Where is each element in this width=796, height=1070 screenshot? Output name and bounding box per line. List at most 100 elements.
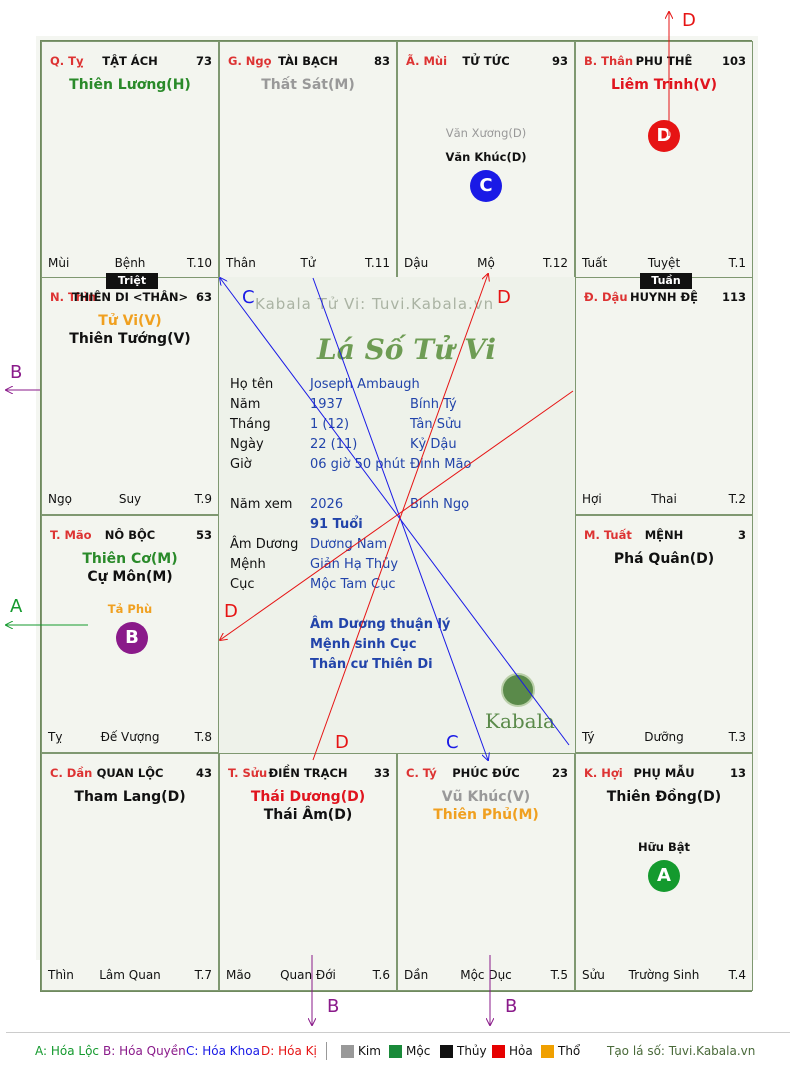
palace-branch: T. Sửu: [228, 766, 268, 780]
palace-footer-month: T.1: [728, 256, 746, 270]
palace-house: TẬT ÁCH: [102, 54, 158, 68]
palace-number: 113: [721, 290, 746, 304]
legend-hoa-ki: D: Hóa Kị: [261, 1044, 317, 1058]
note-menh: Mệnh sinh Cục: [310, 637, 417, 652]
legend-tho-label: Thổ: [558, 1044, 581, 1058]
legend-moc: Mộc: [389, 1044, 430, 1058]
palace-footer-month: T.8: [194, 730, 212, 744]
minor-star: Hữu Bật: [637, 840, 691, 854]
minor-star: Văn Khúc(D): [445, 150, 527, 164]
legend-bar: A: Hóa Lộc B: Hóa Quyền C: Hóa Khoa D: H…: [0, 1036, 796, 1066]
palace-number: 83: [373, 54, 390, 68]
hour-value: 06 giờ 50 phút: [310, 457, 406, 472]
month-value: 1 (12): [310, 417, 350, 432]
legend-thuy: Thủy: [440, 1044, 487, 1058]
age-value: 91 Tuổi: [310, 517, 363, 532]
arrow-label-b-bottom2: B: [505, 996, 518, 1017]
palace-footer-month: T.10: [187, 256, 212, 270]
palace-footer-stage: Tuyệt: [647, 256, 681, 270]
legend-divider: [6, 1032, 790, 1033]
palace-house: PHỤ MẪU: [633, 766, 695, 780]
main-star: Thiên Đồng(D): [606, 789, 722, 805]
transform-badge: A: [648, 860, 680, 892]
minor-star: Văn Xương(D): [445, 126, 527, 140]
name-value: Joseph Ambaugh: [310, 377, 420, 392]
arrow-label-d-left-center: D: [224, 601, 238, 622]
main-star: Thái Dương(D): [250, 789, 366, 805]
palace-footer-branch: Dậu: [404, 256, 429, 270]
palace-branch: Đ. Dậu: [584, 290, 628, 304]
palace-footer-month: T.11: [365, 256, 390, 270]
main-star: Vũ Khúc(V): [441, 789, 531, 805]
main-stars: Vũ Khúc(V)Thiên Phủ(M): [398, 788, 574, 824]
palace-number: 103: [721, 54, 746, 68]
cuc-value: Mộc Tam Cục: [310, 577, 396, 592]
palace-footer-branch: Tuất: [582, 256, 608, 270]
main-stars: Thái Dương(D)Thái Âm(D): [220, 788, 396, 824]
palace-branch: N. Thìn: [50, 290, 97, 304]
palace-number: 53: [195, 528, 212, 542]
main-stars: Tử Vi(V)Thiên Tướng(V): [42, 312, 218, 348]
palace-footer-branch: Mùi: [48, 256, 70, 270]
palace-footer-branch: Tý: [582, 730, 595, 744]
legend-hoa-quyen: B: Hóa Quyền: [103, 1044, 186, 1058]
view-year-can: Bính Ngọ: [410, 497, 470, 512]
main-stars: Liêm Trinh(V): [576, 76, 752, 94]
main-star: Tham Lang(D): [74, 789, 186, 805]
palace-footer-branch: Sửu: [582, 968, 605, 982]
palace-branch: B. Thân: [584, 54, 634, 68]
arrow-label-d-bottom-center: D: [335, 732, 349, 753]
palace-branch: C. Dần: [50, 766, 93, 780]
legend-kim: Kim: [341, 1044, 381, 1058]
palace-footer-month: T.5: [550, 968, 568, 982]
palace-house: THIÊN DI <THÂN>: [71, 290, 189, 304]
day-label: Ngày: [230, 437, 264, 452]
view-year-value: 2026: [310, 497, 344, 512]
main-star: Thiên Lương(H): [69, 77, 191, 93]
palace-footer-stage: Mộ: [477, 256, 495, 270]
palace-footer-month: T.9: [194, 492, 212, 506]
main-stars: Thất Sát(M): [220, 76, 396, 94]
palace-number: 23: [551, 766, 568, 780]
palace-branch: T. Mão: [50, 528, 92, 542]
main-star: Thiên Cơ(M): [82, 551, 178, 567]
arrow-label-a-left: A: [10, 596, 23, 617]
year-value: 1937: [310, 397, 344, 412]
palace-number: 43: [195, 766, 212, 780]
palace-footer-month: T.4: [728, 968, 746, 982]
palace-footer-month: T.3: [728, 730, 746, 744]
year-can: Bính Tý: [410, 397, 457, 412]
main-star: Cự Môn(M): [87, 569, 173, 585]
day-value: 22 (11): [310, 437, 358, 452]
arrow-label-d-top: D: [682, 10, 696, 31]
transform-badge: D: [648, 120, 680, 152]
month-label: Tháng: [230, 417, 271, 432]
view-year-label: Năm xem: [230, 497, 293, 512]
palace-house: TÀI BẠCH: [278, 54, 338, 68]
palace-footer-branch: Tỵ: [48, 730, 63, 744]
site-link[interactable]: Tạo lá số: Tuvi.Kabala.vn: [607, 1044, 756, 1058]
legend-hoa: Hỏa: [492, 1044, 533, 1058]
palace-branch: C. Tý: [406, 766, 437, 780]
palace-footer-stage: Mộc Dục: [460, 968, 512, 982]
palace-footer-branch: Hợi: [582, 492, 602, 506]
palace-branch: Ã. Mùi: [406, 54, 448, 68]
palace-footer-stage: Dưỡng: [644, 730, 684, 744]
minor-star: Tả Phù: [107, 602, 153, 616]
main-star: Phá Quân(D): [613, 551, 715, 567]
arrow-label-d-top-center: D: [497, 287, 511, 308]
